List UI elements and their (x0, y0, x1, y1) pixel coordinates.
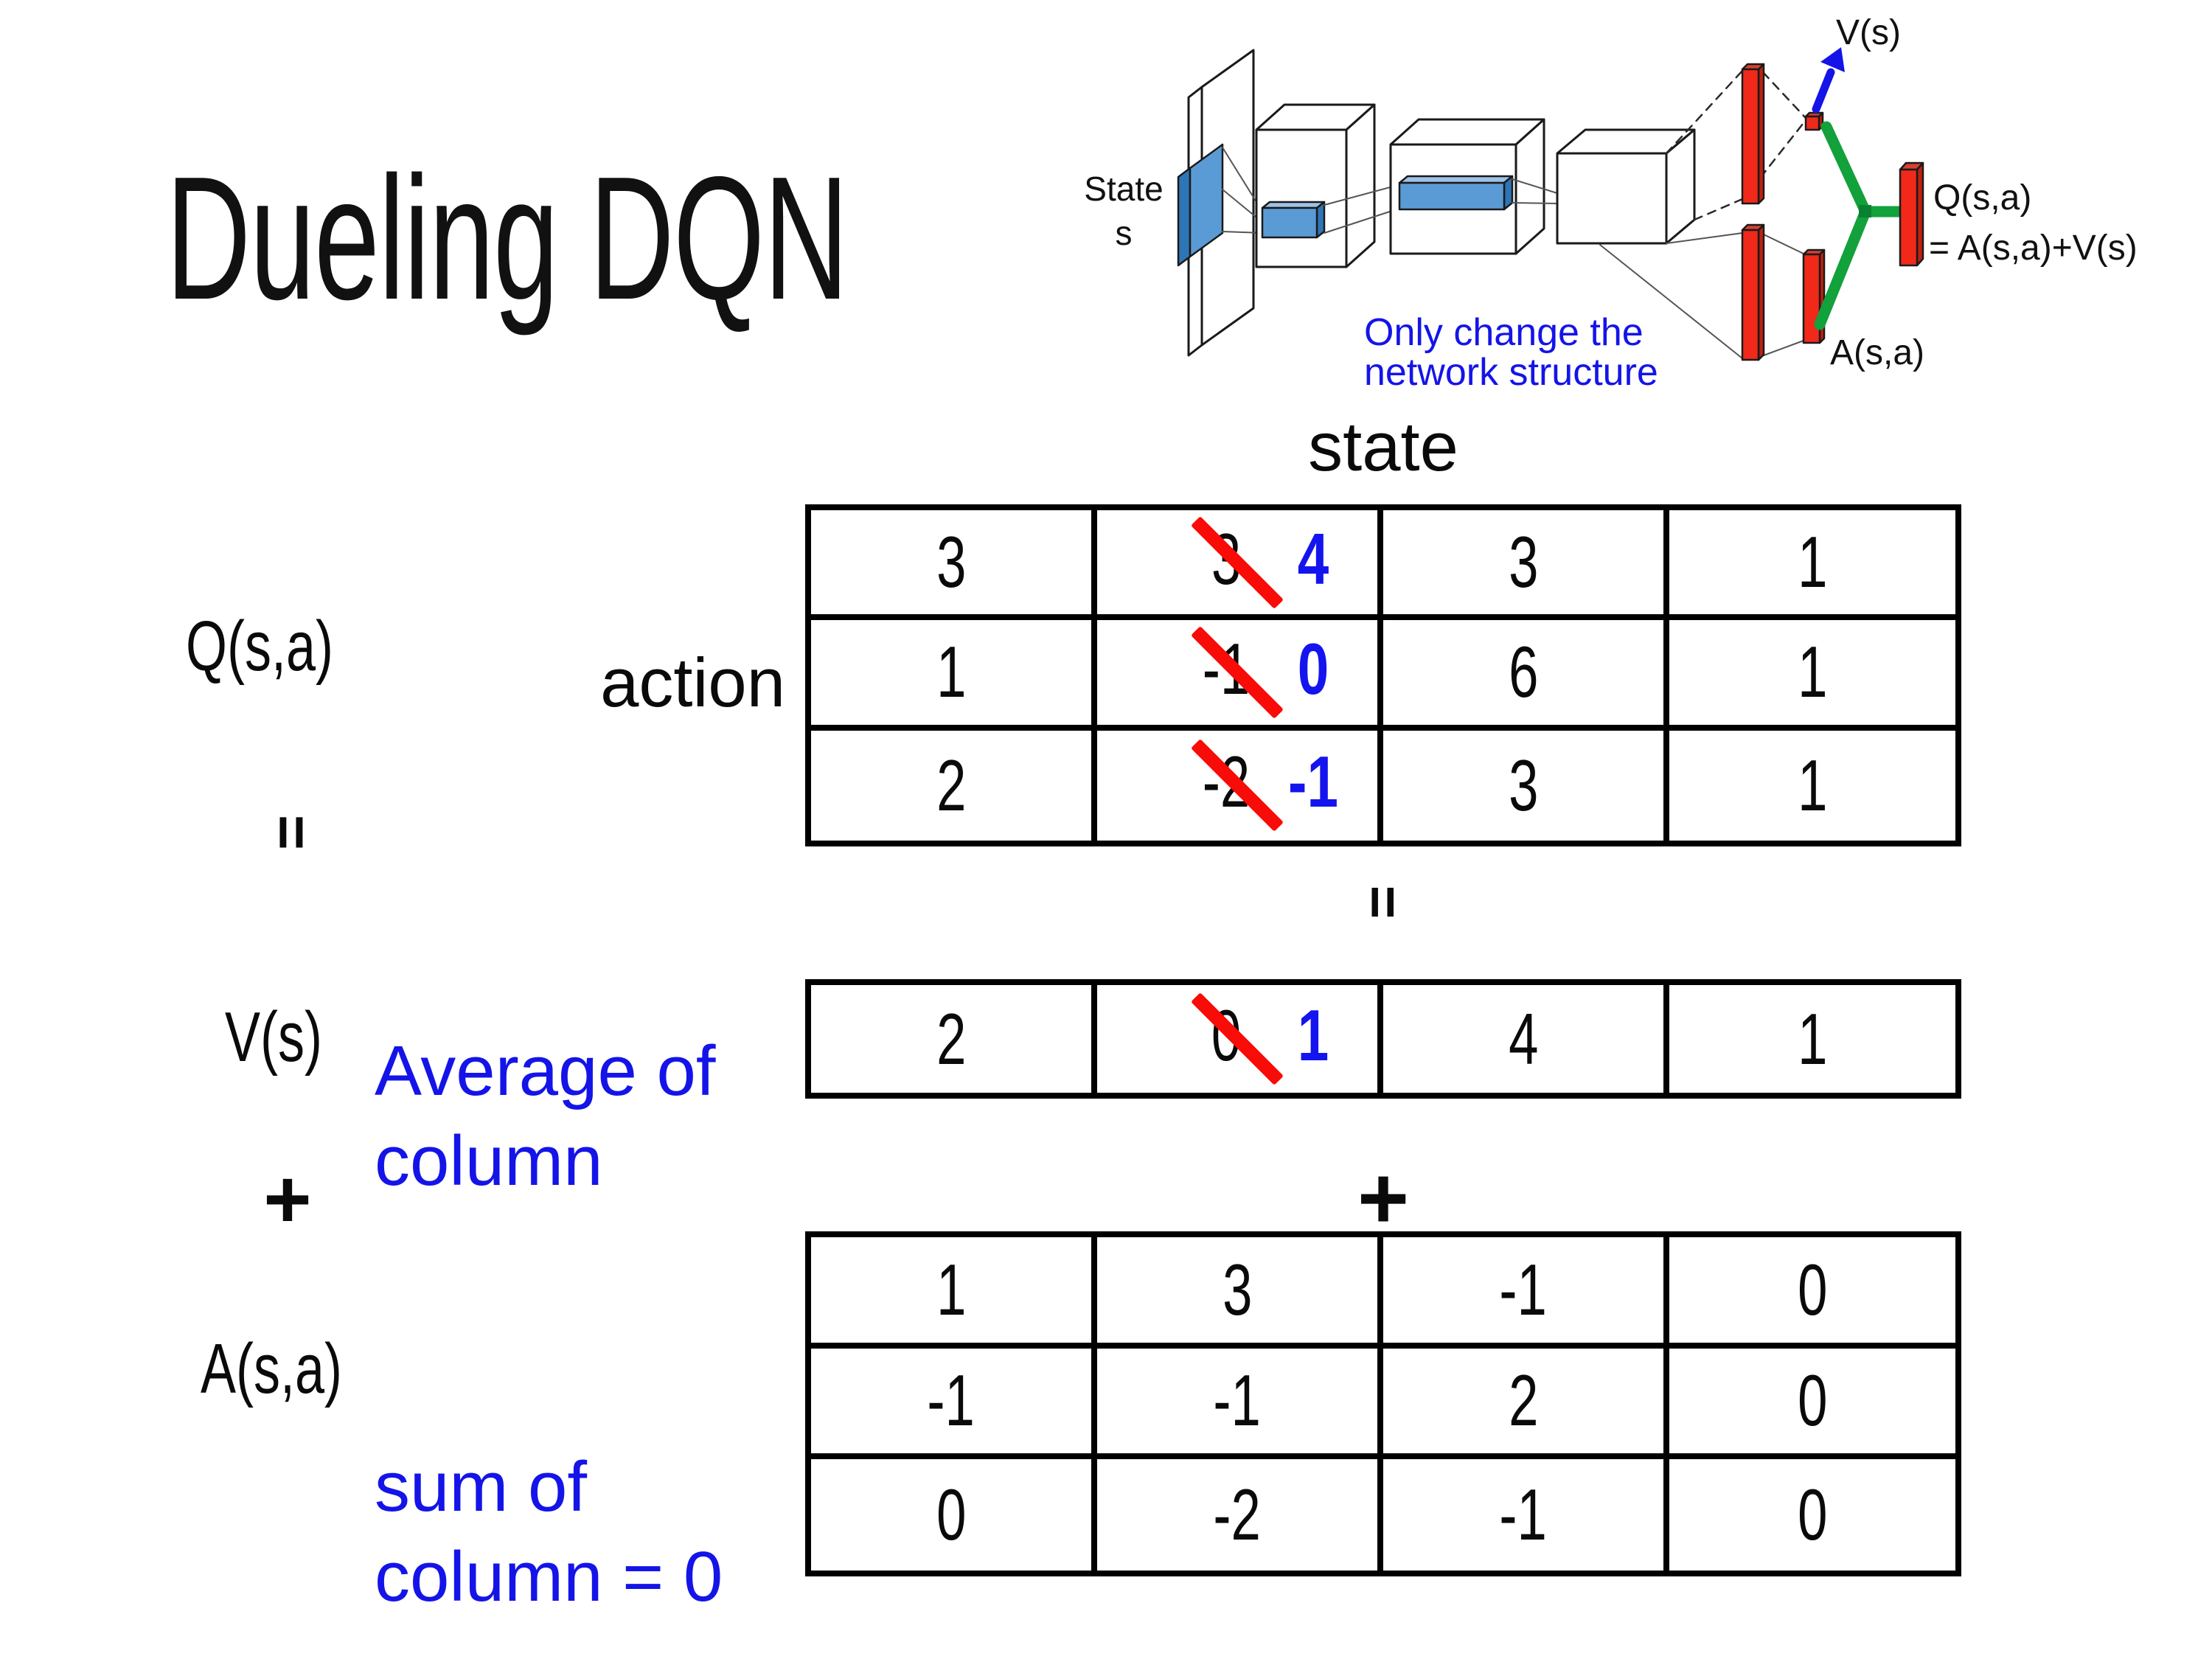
a-cell-r1c3: 0 (1669, 1348, 1955, 1460)
v-cell-c0: 2 (811, 985, 1097, 1093)
slide-title: Dueling DQN (166, 151, 1183, 327)
merge-lines (1814, 121, 1906, 330)
equals-mid: = (1351, 885, 1416, 919)
diagram-v-output-label: V(s) (1836, 13, 1901, 52)
slide-title-text: Dueling DQN (166, 141, 849, 336)
v-scalar-box (1804, 111, 1824, 131)
a-cell-r0c2: -1 (1383, 1237, 1669, 1349)
v-output-arrow (1812, 47, 1845, 114)
new-value: 4 (1297, 518, 1329, 599)
input-feature-patch (1177, 143, 1224, 267)
network-diagram: State s V(s) Q(s,a) = A(s,a)+V(s) A(s,a)… (1084, 13, 2138, 394)
q-cell-r0c2: 3 (1383, 510, 1669, 621)
a-table: 1 3 -1 0 -1 -1 2 0 0 -2 -1 0 (805, 1231, 1961, 1576)
conv-box-1 (1255, 103, 1376, 268)
conv-fan-lines-3 (1512, 178, 1558, 204)
a-note: sum of column = 0 (375, 1447, 723, 1616)
axis-state-label: state (1308, 408, 1458, 485)
a-cell-r0c0: 1 (811, 1237, 1097, 1349)
v-cell-c3: 1 (1669, 985, 1955, 1093)
label-v: V(s) (225, 998, 322, 1077)
q-cell-r0c0: 3 (811, 510, 1097, 621)
q-cell-r2c1-crossed: -2 -1 (1097, 730, 1383, 841)
fc-bar-advantage (1741, 223, 1765, 361)
q-cell-r2c2: 3 (1383, 730, 1669, 841)
q-cell-r1c3: 1 (1669, 620, 1955, 731)
feature-bar-1 (1261, 201, 1326, 239)
a-cell-r2c2: -1 (1383, 1459, 1669, 1571)
new-value: 1 (1297, 994, 1329, 1076)
diagram-q-output-label-line2: = A(s,a)+V(s) (1929, 229, 2138, 268)
new-value: -1 (1287, 741, 1338, 823)
diagram-q-output-label-line1: Q(s,a) (1933, 178, 2031, 218)
feature-bar-2 (1398, 175, 1514, 211)
merge-junction (1859, 205, 1871, 218)
diagram-a-output-label: A(s,a) (1830, 333, 1924, 372)
q-cell-r1c0: 1 (811, 620, 1097, 731)
a-cell-r0c3: 0 (1669, 1237, 1955, 1349)
q-cell-r0c3: 1 (1669, 510, 1955, 621)
fc-bar-value (1741, 63, 1765, 205)
diagram-note-line2: network structure (1364, 351, 1658, 394)
q-cell-r2c0: 2 (811, 730, 1097, 841)
q-cell-r2c3: 1 (1669, 730, 1955, 841)
plus-mid: + (1357, 1149, 1410, 1248)
label-a: A(s,a) (201, 1329, 343, 1408)
diagram-state-label-line1: State (1084, 170, 1163, 208)
diagram-state-label-line2: s (1116, 214, 1133, 252)
a-cell-r2c1: -2 (1097, 1459, 1383, 1571)
v-note: Average of column (375, 1032, 716, 1200)
conv-fan-lines-2 (1324, 184, 1402, 234)
label-q: Q(s,a) (186, 607, 334, 686)
v-cell-c2: 4 (1383, 985, 1669, 1093)
input-plane (1187, 49, 1255, 357)
plus-left: + (263, 1153, 312, 1245)
a-cell-r2c0: 0 (811, 1459, 1097, 1571)
q-table: 3 3 4 3 1 1 -1 0 6 1 2 -2 -1 3 1 (805, 504, 1961, 846)
q-cell-r1c2: 6 (1383, 620, 1669, 731)
a-cell-r1c0: -1 (811, 1348, 1097, 1460)
a-cell-r1c2: 2 (1383, 1348, 1669, 1460)
a-cell-r2c3: 0 (1669, 1459, 1955, 1571)
q-output-bar (1899, 161, 1924, 267)
v-table: 2 0 1 4 1 (805, 979, 1961, 1099)
conv-box-3 (1556, 128, 1696, 245)
a-cell-r1c1: -1 (1097, 1348, 1383, 1460)
equals-left: = (258, 815, 325, 850)
new-value: 0 (1297, 627, 1329, 709)
diagram-note-line1: Only change the (1364, 311, 1644, 354)
axis-action-label: action (600, 644, 785, 721)
v-cell-c1-crossed: 0 1 (1097, 985, 1383, 1093)
q-cell-r0c1-crossed: 3 4 (1097, 510, 1383, 621)
q-cell-r1c1-crossed: -1 0 (1097, 620, 1383, 731)
advantage-stream-lines (1599, 232, 1804, 359)
a-cell-r0c1: 3 (1097, 1237, 1383, 1349)
